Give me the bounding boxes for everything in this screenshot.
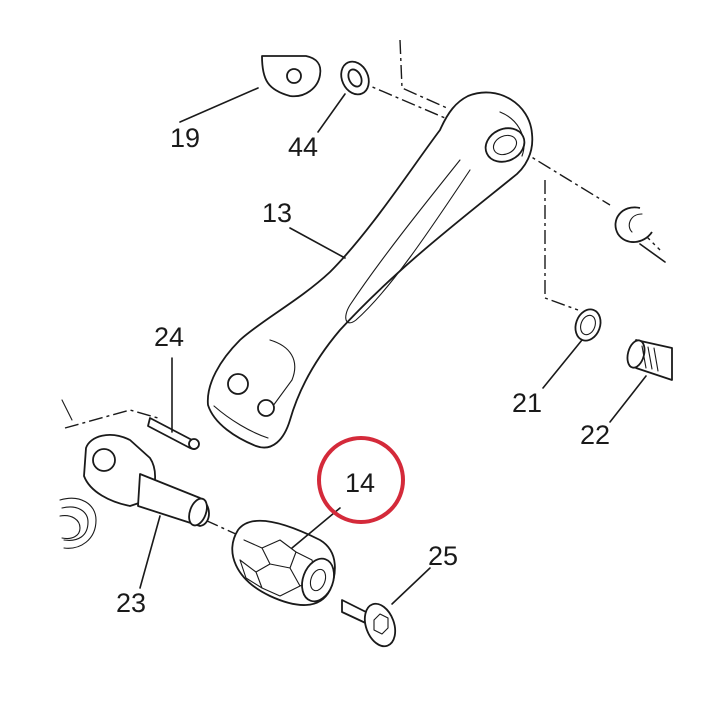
part-19-bracket xyxy=(179,55,322,123)
part-44-washer xyxy=(317,60,370,133)
label-19: 19 xyxy=(170,123,200,153)
label-22: 22 xyxy=(580,420,610,450)
label-23: 23 xyxy=(116,588,146,618)
part-13-lever-arm xyxy=(207,91,534,449)
part-25-bolt xyxy=(341,567,431,648)
circlip-part xyxy=(614,206,666,263)
part-23-clevis-shaft xyxy=(83,434,210,589)
label-25: 25 xyxy=(428,541,458,571)
label-13: 13 xyxy=(262,198,292,228)
part-14-roller xyxy=(231,507,341,606)
part-24-split-pin xyxy=(147,357,200,450)
highlight-circle xyxy=(317,436,405,524)
label-21: 21 xyxy=(512,388,542,418)
label-14: 14 xyxy=(345,468,375,498)
part-22-pin xyxy=(609,339,673,423)
label-44: 44 xyxy=(288,132,318,162)
part-21-circlip xyxy=(542,308,602,389)
label-24: 24 xyxy=(154,322,184,352)
spring-fragment xyxy=(59,399,97,549)
